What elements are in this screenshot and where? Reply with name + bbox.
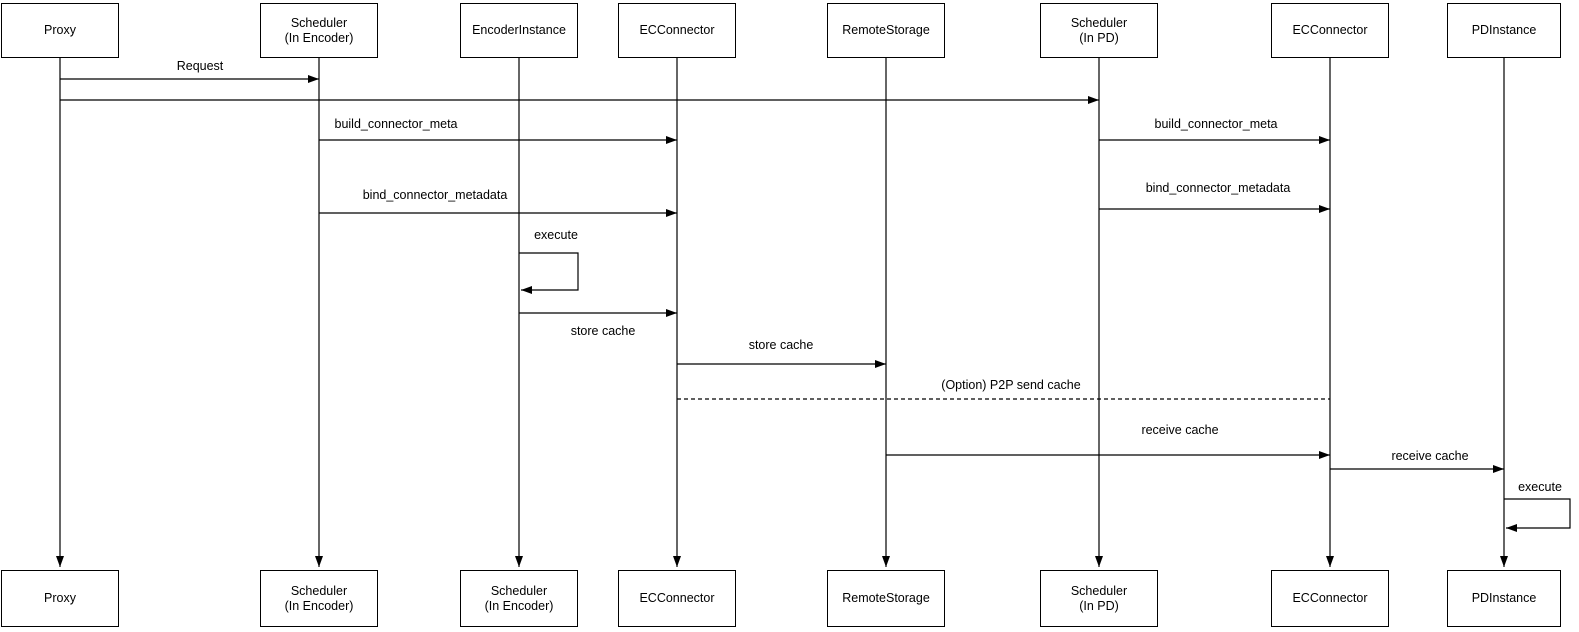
message-label-receive-cache-1: receive cache xyxy=(1141,423,1219,437)
message-label-request: Request xyxy=(176,59,224,73)
actor-bottom-scheduler-encoder-2: Scheduler (In Encoder) xyxy=(460,570,578,627)
actor-top-scheduler-pd: Scheduler (In PD) xyxy=(1040,3,1158,58)
message-label-execute-pd: execute xyxy=(1518,480,1562,494)
actor-top-encoder-instance: EncoderInstance xyxy=(460,3,578,58)
actor-top-proxy: Proxy xyxy=(1,3,119,58)
message-label-execute-encoder: execute xyxy=(534,228,578,242)
actor-bottom-ec-connector-pd: ECConnector xyxy=(1271,570,1389,627)
message-arrow-execute-pd-self-loop xyxy=(1504,498,1571,532)
actor-top-remote-storage: RemoteStorage xyxy=(827,3,945,58)
actor-top-ec-connector: ECConnector xyxy=(618,3,736,58)
actor-top-ec-connector-pd: ECConnector xyxy=(1271,3,1389,58)
message-label-receive-cache-2: receive cache xyxy=(1391,449,1469,463)
lifelines xyxy=(56,58,1508,567)
message-label-bind-connector-metadata-encoder: bind_connector_metadata xyxy=(362,188,508,202)
message-arrows xyxy=(60,75,1571,532)
message-label-store-cache-1: store cache xyxy=(570,324,636,338)
actor-bottom-ec-connector: ECConnector xyxy=(618,570,736,627)
message-label-build-connector-meta-pd: build_connector_meta xyxy=(1154,117,1278,131)
actor-bottom-remote-storage: RemoteStorage xyxy=(827,570,945,627)
message-label-store-cache-2: store cache xyxy=(748,338,814,352)
actor-bottom-proxy: Proxy xyxy=(1,570,119,627)
actor-bottom-pd-instance: PDInstance xyxy=(1447,570,1561,627)
actor-top-scheduler-encoder: Scheduler (In Encoder) xyxy=(260,3,378,58)
actor-bottom-scheduler-pd: Scheduler (In PD) xyxy=(1040,570,1158,627)
actor-bottom-scheduler-encoder: Scheduler (In Encoder) xyxy=(260,570,378,627)
actor-top-pd-instance: PDInstance xyxy=(1447,3,1561,58)
message-label-p2p-send-cache: (Option) P2P send cache xyxy=(941,378,1081,392)
message-arrow-execute-encoder-self-loop xyxy=(519,252,579,294)
message-label-build-connector-meta-encoder: build_connector_meta xyxy=(334,117,458,131)
message-label-bind-connector-metadata-pd: bind_connector_metadata xyxy=(1145,181,1291,195)
